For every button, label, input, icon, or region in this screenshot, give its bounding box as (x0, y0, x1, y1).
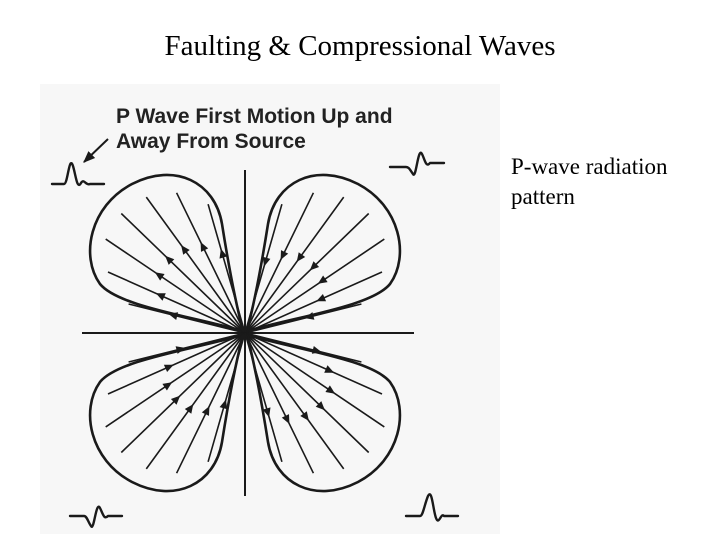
radiation-arrow-upper-right-3 (244, 238, 385, 334)
radiation-arrow-upper-right-6 (244, 192, 315, 334)
lower-right-lobe (245, 333, 402, 493)
radiation-arrow-upper-left-1 (128, 303, 246, 334)
radiation-arrowhead-lower-right-2 (324, 365, 335, 373)
side-label: P-wave radiation pattern (511, 152, 716, 212)
radiation-arrowhead-upper-right-1 (304, 312, 315, 320)
radiation-arrowhead-lower-left-4 (170, 395, 181, 405)
upper-left-lobe (88, 173, 245, 333)
radiation-arrow-upper-right-7 (244, 203, 283, 334)
radiation-arrow-lower-left-6 (175, 332, 246, 474)
radiation-arrow-upper-right-4 (244, 212, 370, 334)
radiation-arrow-upper-left-2 (107, 271, 246, 334)
radiation-arrow-upper-left-7 (207, 203, 246, 334)
radiation-arrowhead-upper-right-2 (316, 294, 327, 302)
radiation-arrowhead-lower-left-2 (163, 364, 174, 372)
radiation-arrowhead-upper-right-4 (309, 261, 320, 271)
radiation-arrow-lower-right-4 (244, 332, 370, 454)
seismogram-lower-left-icon (68, 505, 124, 528)
radiation-arrow-upper-left-4 (120, 212, 246, 334)
radiation-arrowhead-upper-right-6 (280, 250, 289, 260)
radiation-arrowhead-lower-left-3 (162, 382, 173, 391)
upper-right-lobe (245, 173, 402, 333)
seismogram-lower-right-icon (404, 493, 460, 522)
radiation-arrowhead-upper-right-7 (262, 256, 271, 267)
radiation-arrowhead-lower-right-3 (325, 385, 336, 394)
radiation-pattern-diagram (50, 138, 460, 528)
radiation-arrowhead-lower-right-4 (315, 401, 325, 411)
radiation-arrow-upper-left-6 (175, 192, 246, 334)
radiation-arrow-lower-right-1 (244, 332, 362, 363)
radiation-arrow-upper-right-5 (244, 196, 345, 334)
radiation-pattern-figure: P Wave First Motion Up and Away From Sou… (40, 84, 500, 534)
radiation-arrowhead-lower-left-7 (219, 399, 228, 410)
radiation-arrow-lower-left-1 (128, 332, 246, 363)
radiation-arrow-lower-left-2 (107, 332, 246, 395)
radiation-arrowhead-upper-right-3 (317, 275, 328, 284)
lower-left-lobe (88, 333, 245, 493)
radiation-arrow-lower-left-3 (105, 332, 246, 428)
radiation-arrow-lower-right-7 (244, 332, 283, 463)
radiation-arrowhead-lower-right-6 (281, 414, 290, 424)
radiation-arrowhead-lower-right-7 (262, 407, 271, 418)
radiation-arrowhead-upper-left-3 (154, 272, 165, 281)
radiation-arrow-upper-left-5 (145, 196, 246, 334)
figure-caption-line-1: P Wave First Motion Up and (116, 105, 393, 128)
radiation-arrowhead-upper-right-5 (296, 252, 306, 262)
side-label-line-2: pattern (511, 184, 575, 209)
side-label-line-1: P-wave radiation (511, 154, 668, 179)
radiation-arrowhead-lower-right-5 (300, 411, 309, 421)
radiation-arrowhead-upper-left-1 (168, 312, 179, 320)
seismogram-upper-left-icon (50, 162, 106, 186)
radiation-arrow-upper-right-1 (244, 303, 362, 334)
radiation-arrowhead-upper-left-7 (219, 248, 228, 259)
slide-title: Faulting & Compressional Waves (164, 30, 556, 62)
radiation-arrowhead-upper-left-2 (155, 293, 166, 301)
radiation-arrowhead-lower-left-6 (201, 406, 210, 416)
radiation-arrow-upper-left-3 (105, 238, 246, 334)
radiation-arrowhead-lower-right-1 (311, 346, 322, 354)
radiation-arrowhead-upper-left-6 (200, 242, 209, 252)
radiation-arrow-lower-right-5 (244, 332, 345, 470)
radiation-arrow-lower-left-7 (207, 332, 246, 463)
radiation-arrow-lower-right-2 (244, 332, 383, 395)
radiation-arrows (105, 192, 385, 474)
radiation-arrow-lower-right-6 (244, 332, 315, 474)
radiation-arrow-lower-left-4 (120, 332, 246, 454)
figure-caption-line-2: Away From Source (116, 130, 306, 153)
lobe-outlines (88, 173, 402, 493)
radiation-arrow-upper-right-2 (244, 271, 383, 334)
radiation-arrowhead-lower-left-5 (184, 404, 194, 414)
seismogram-upper-right-icon (388, 151, 446, 176)
caption-pointer-arrow (83, 138, 109, 163)
radiation-arrowhead-upper-left-4 (165, 255, 175, 265)
radiation-arrowhead-lower-left-1 (175, 346, 186, 354)
radiation-arrowhead-upper-left-5 (181, 245, 190, 255)
radiation-arrow-lower-right-3 (244, 332, 385, 428)
radiation-arrow-lower-left-5 (145, 332, 246, 470)
figure-caption: P Wave First Motion Up and Away From Sou… (116, 104, 393, 154)
